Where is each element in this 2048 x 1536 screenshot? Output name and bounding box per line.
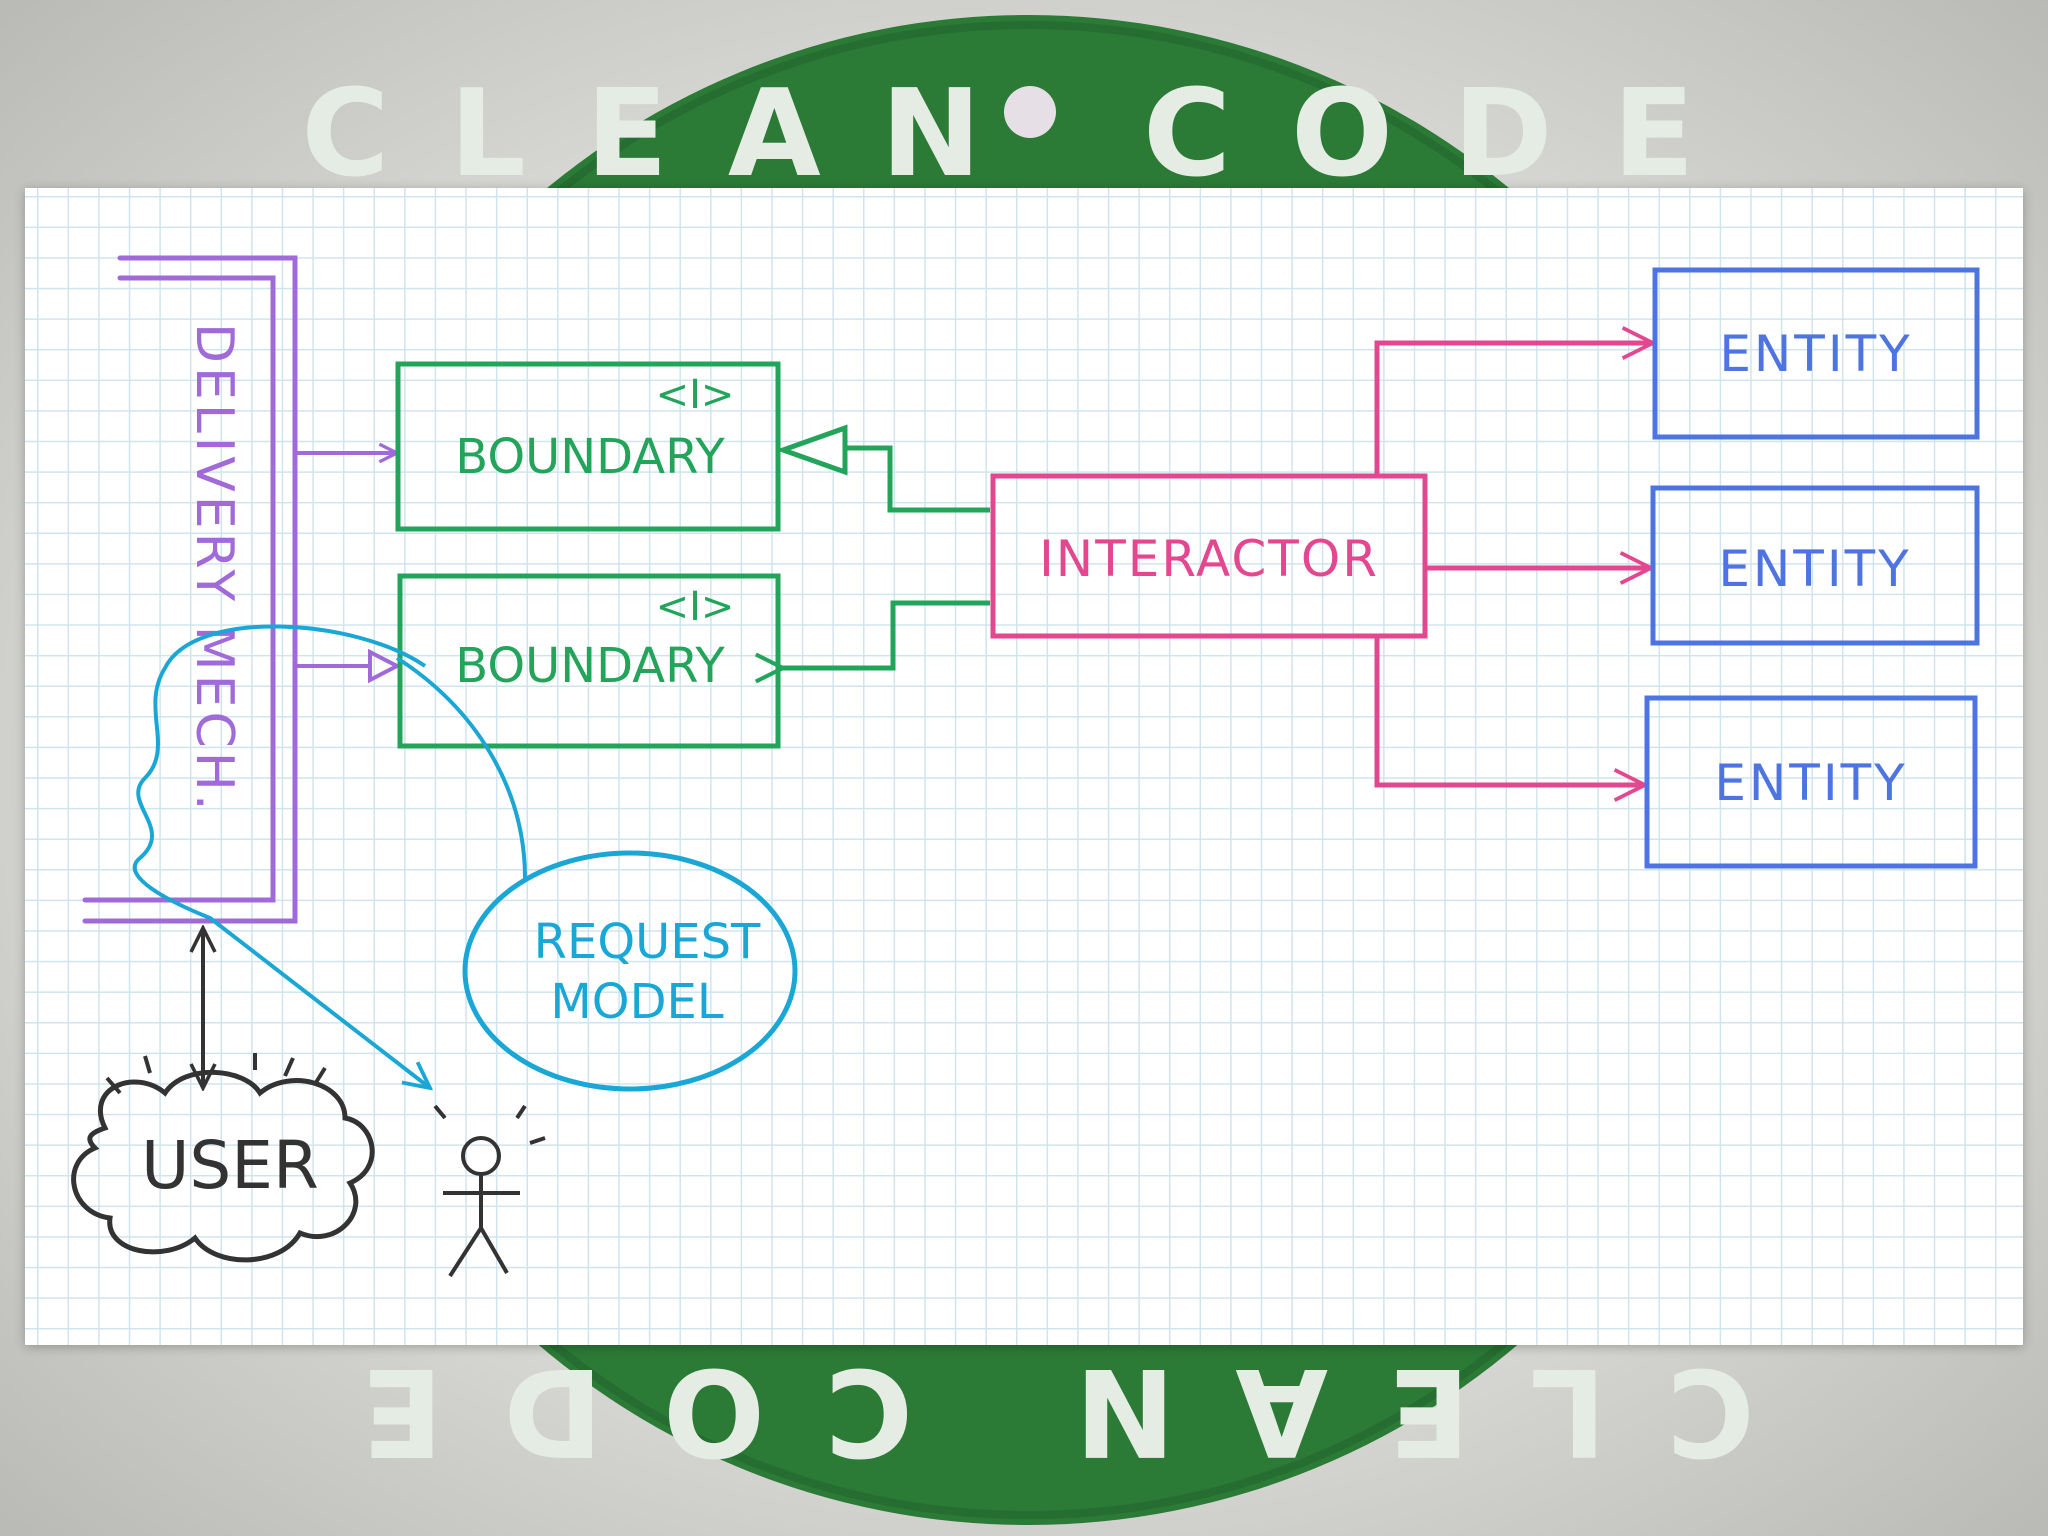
delivery-mechanism-label: DELIVERY MECH. [184,323,244,814]
entity-3: ENTITY [1644,695,1978,869]
interactor-implements-boundary-line [845,445,990,513]
delivery-from-boundary-arrowhead [368,648,402,684]
entity-1-box [1652,267,1980,440]
interactor: INTERACTOR [990,473,1428,639]
delivery-outer-bracket [82,255,298,924]
implements-triangle-arrowhead [775,424,848,476]
entity-3-label: ENTITY [1714,754,1907,812]
entity-2-label: ENTITY [1718,540,1911,598]
request-model-ellipse [462,850,798,1092]
interactor-entity-arrows [1374,343,1653,785]
entity-1-label: ENTITY [1719,325,1912,383]
user-cloud: USER [71,1053,375,1263]
request-model-connector [395,656,527,879]
boundary-bottom-stereotype: <I> [656,584,735,630]
entity-2-box [1650,485,1980,646]
request-model-line2: MODEL [550,974,723,1030]
interactor-label: INTERACTOR [1039,530,1379,588]
arrow-to-entity-1 [1374,343,1653,478]
boundary-top-label: BOUNDARY [455,429,725,485]
badge-bottom-text: CLEAN CODE [301,1341,1754,1480]
badge-dot [1004,86,1056,138]
boundary-top-box [395,361,781,532]
interactor-uses-boundary-arrow [783,600,990,668]
diagram-canvas: DELIVERY MECH. <I> BOUNDARY <I> BOUNDARY… [71,255,1980,1278]
boundary-bottom: <I> BOUNDARY [397,573,781,749]
request-model-line1: REQUEST [534,914,761,970]
entity-3-box [1644,695,1978,869]
interactor-box [990,473,1428,639]
graph-paper-card: DELIVERY MECH. <I> BOUNDARY <I> BOUNDARY… [25,188,2023,1345]
delivery-inner-bracket [82,275,276,903]
user-cloud-outline [71,1069,375,1263]
request-model-flow [132,624,430,1088]
entity-1: ENTITY [1652,267,1980,440]
boundary-top-stereotype: <I> [656,372,735,418]
boundary-bottom-label: BOUNDARY [455,638,725,694]
entity-2: ENTITY [1650,485,1980,646]
stick-figure-icon [433,1104,546,1278]
delivery-mechanism [82,255,298,924]
boundary-top: <I> BOUNDARY [395,361,781,532]
user-cloud-rays [105,1053,327,1095]
request-model: REQUEST MODEL [462,850,798,1092]
badge-top-text: CLEAN CODE [301,65,1754,204]
user-label: USER [141,1127,319,1204]
arrow-to-entity-3 [1374,636,1645,785]
